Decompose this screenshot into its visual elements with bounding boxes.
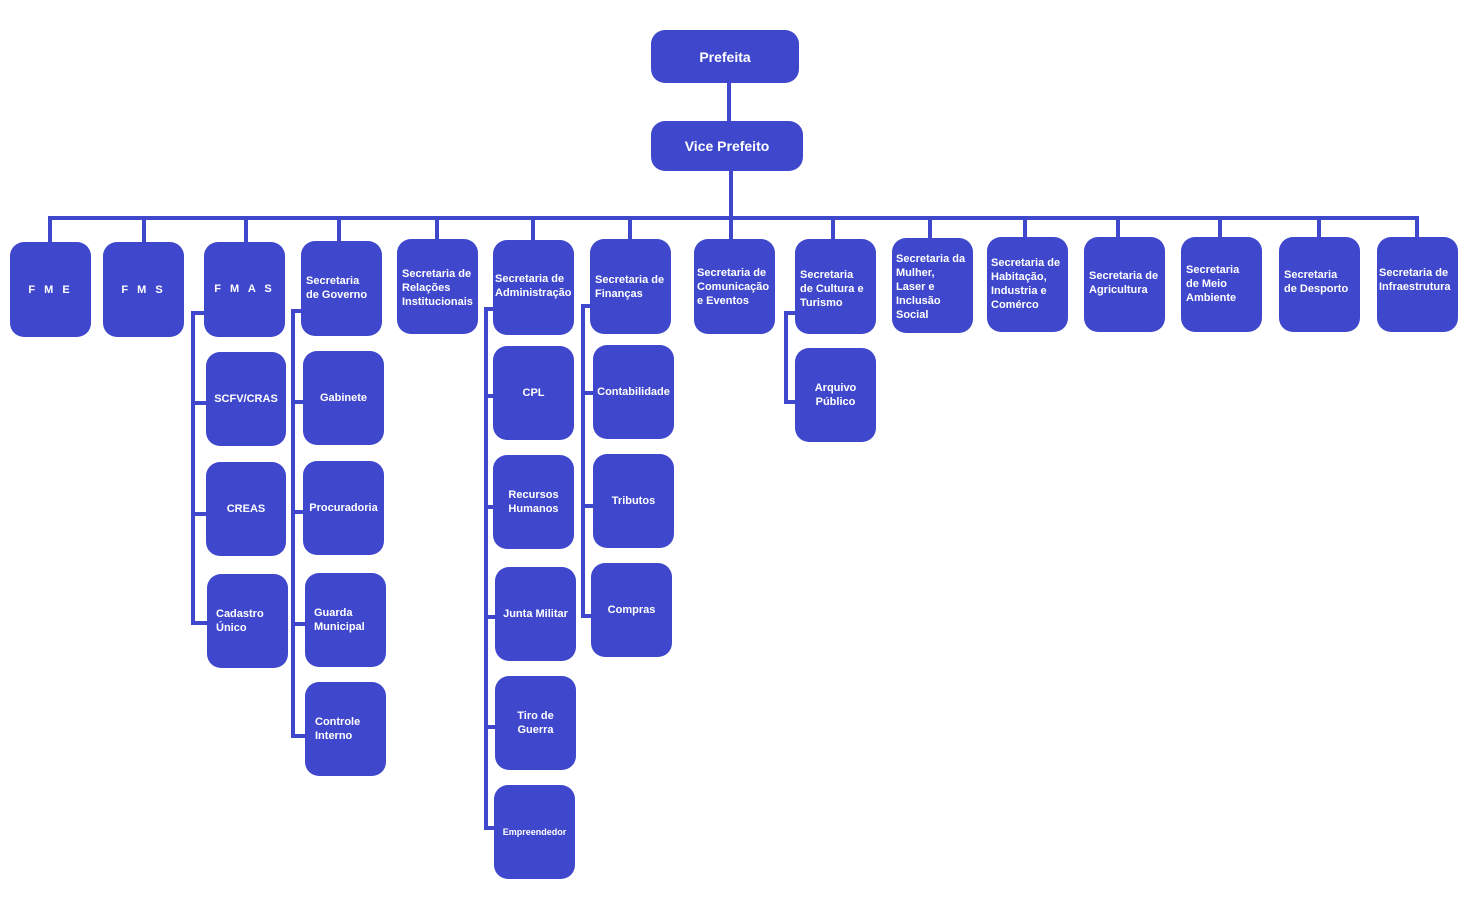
node-sec-financas: Secretaria de Finanças bbox=[590, 239, 671, 334]
node-junta-militar: Junta Militar bbox=[495, 567, 576, 661]
node-recursos-humanos: Recursos Humanos bbox=[493, 455, 574, 549]
node-sec-comunicacao: Secretaria de Comunicação e Eventos bbox=[694, 239, 775, 334]
node-sec-desporto: Secretaria de Desporto bbox=[1279, 237, 1360, 332]
node-cadastro-unico: Cadastro Único bbox=[207, 574, 288, 668]
node-guarda-municipal: Guarda Municipal bbox=[305, 573, 386, 667]
node-scfv-cras: SCFV/CRAS bbox=[206, 352, 286, 446]
node-controle-interno: Controle Interno bbox=[305, 682, 386, 776]
node-fms: F M S bbox=[103, 242, 184, 337]
node-vice-prefeito: Vice Prefeito bbox=[651, 121, 803, 171]
node-sec-administracao: Secretaria de Administração bbox=[493, 240, 574, 335]
node-procuradoria: Procuradoria bbox=[303, 461, 384, 555]
node-empreendedor: Empreendedor bbox=[494, 785, 575, 879]
node-sec-mulher: Secretaria da Mulher, Laser e Inclusão S… bbox=[892, 238, 973, 333]
node-sec-habitacao: Secretaria de Habitação, Industria e Com… bbox=[987, 237, 1068, 332]
node-sec-cultura: Secretaria de Cultura e Turismo bbox=[795, 239, 876, 334]
node-arquivo-publico: Arquivo Público bbox=[795, 348, 876, 442]
node-sec-meio-ambiente: Secretaria de Meio Ambiente bbox=[1181, 237, 1262, 332]
node-tiro-de-guerra: Tiro de Guerra bbox=[495, 676, 576, 770]
node-cpl: CPL bbox=[493, 346, 574, 440]
node-gabinete: Gabinete bbox=[303, 351, 384, 445]
node-sec-agricultura: Secretaria de Agricultura bbox=[1084, 237, 1165, 332]
node-prefeita: Prefeita bbox=[651, 30, 799, 83]
node-tributos: Tributos bbox=[593, 454, 674, 548]
node-compras: Compras bbox=[591, 563, 672, 657]
node-sec-governo: Secretaria de Governo bbox=[301, 241, 382, 336]
node-fmas: F M A S bbox=[204, 242, 285, 337]
node-fme: F M E bbox=[10, 242, 91, 337]
node-sec-infraestrutura: Secretaria de Infraestrutura bbox=[1377, 237, 1458, 332]
node-creas: CREAS bbox=[206, 462, 286, 556]
node-contabilidade: Contabilidade bbox=[593, 345, 674, 439]
node-sec-relacoes: Secretaria de Relações Institucionais bbox=[397, 239, 478, 334]
